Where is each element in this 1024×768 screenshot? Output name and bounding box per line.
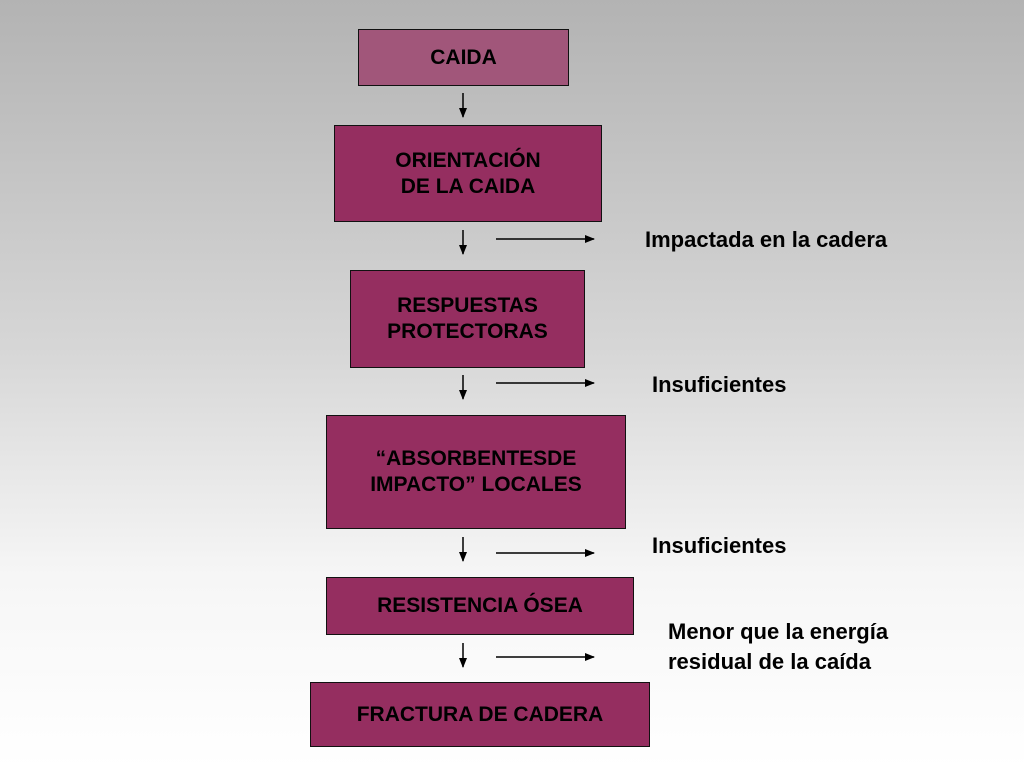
note-menor-energia: Menor que la energía residual de la caíd… [668,619,889,674]
note-insuficientes-1: Insuficientes [652,372,787,397]
step-caida: CAIDA [358,29,569,86]
step-orientacion-caida: ORIENTACIÓN DE LA CAIDA [334,125,602,222]
note-impactada-cadera: Impactada en la cadera [645,227,888,252]
step-fractura-cadera: FRACTURA DE CADERA [310,682,650,747]
note-insuficientes-2: Insuficientes [652,533,787,558]
step-absorbentes-impacto: “ABSORBENTESDE IMPACTO” LOCALES [326,415,626,529]
step-respuestas-protectoras: RESPUESTAS PROTECTORAS [350,270,585,368]
step-resistencia-osea: RESISTENCIA ÓSEA [326,577,634,635]
